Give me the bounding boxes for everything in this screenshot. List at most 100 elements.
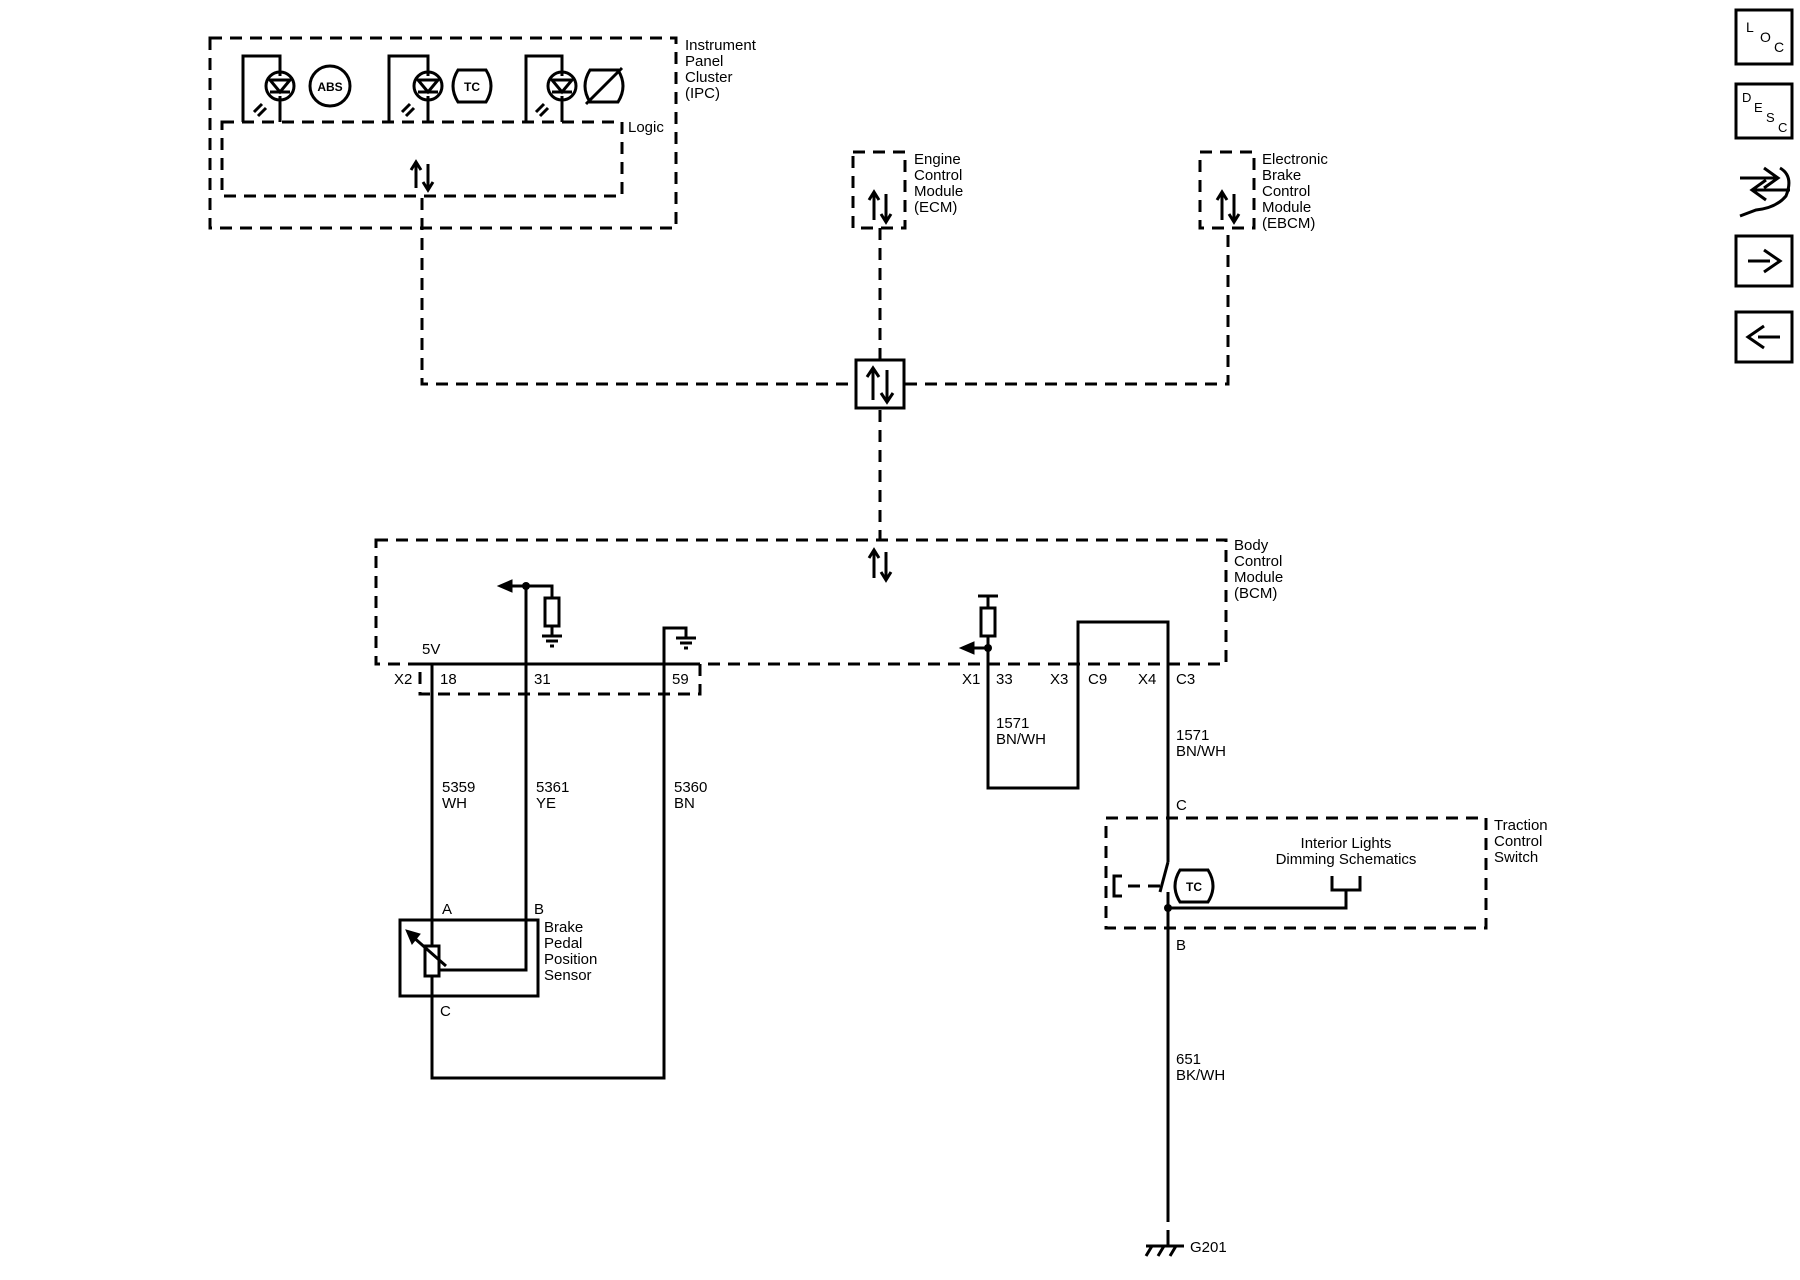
- wire-5360-color: BN: [674, 795, 695, 812]
- location-button[interactable]: L O C: [1734, 8, 1794, 66]
- pin-31: 31: [534, 671, 551, 688]
- tcs-label-1: Traction: [1494, 817, 1548, 834]
- momentary-switch: [1158, 861, 1170, 893]
- ground-icon: [542, 626, 562, 648]
- tc-text: TC: [464, 80, 480, 94]
- traction-control-off-icon: [583, 68, 625, 104]
- wire-5359-color: WH: [442, 795, 467, 812]
- previous-page-button[interactable]: [1734, 310, 1794, 364]
- connector-x4: X4: [1138, 671, 1156, 688]
- tcs-pin-c: C: [1176, 797, 1187, 814]
- wire-5359-number: 5359: [442, 779, 475, 796]
- next-page-button[interactable]: [1734, 234, 1794, 288]
- wrench-icon: [1739, 166, 1791, 218]
- wire-1571b-number: 1571: [1176, 727, 1209, 744]
- abs-warning-icon: [308, 64, 352, 108]
- connector-labels: X2 18 31 59 X1 33 X3 C9 X4 C3: [394, 662, 1195, 696]
- bcm-label-4: (BCM): [1234, 585, 1277, 602]
- dimming-label-2: Dimming Schematics: [1276, 851, 1417, 868]
- bpps-label-3: Position: [544, 951, 597, 968]
- ipc-logic-label: Logic: [628, 119, 664, 136]
- bcm-5v-label: 5V: [422, 641, 440, 658]
- pin-a: A: [442, 901, 452, 918]
- ebcm-boundary: [1198, 150, 1256, 230]
- ipc-logic-block: [220, 120, 624, 198]
- wire-1571-loop: [986, 676, 1080, 790]
- tcs-pin-b: B: [1176, 937, 1186, 954]
- ground-g201: G201: [1144, 1232, 1227, 1257]
- ebcm-label-3: Control: [1262, 183, 1310, 200]
- wire-1571a-color: BN/WH: [996, 731, 1046, 748]
- ebcm-label-1: Electronic: [1262, 151, 1328, 168]
- dimming-connector-icon: [1330, 876, 1362, 892]
- dimming-label-1: Interior Lights: [1301, 835, 1392, 852]
- ecm-label-1: Engine: [914, 151, 961, 168]
- pin-33: 33: [996, 671, 1013, 688]
- tc-indicator: TC: [387, 54, 493, 122]
- wire-651-color: BK/WH: [1176, 1067, 1225, 1084]
- bpps-label-2: Pedal: [544, 935, 582, 952]
- push-actuator-icon: [1112, 874, 1122, 898]
- bcm-boundary: [374, 538, 1228, 666]
- desc-letter-e: E: [1754, 100, 1763, 115]
- wire-labels: 5359 WH 5361 YE 5360 BN 1571 BN/WH 1571 …: [442, 715, 1226, 1084]
- tc-off-indicator: [524, 54, 625, 122]
- wiper-arrow-icon: [405, 929, 421, 945]
- data-arrows-icon: [1215, 189, 1241, 225]
- ecm-boundary: [851, 150, 907, 230]
- connector-x1: X1: [962, 671, 980, 688]
- loc-letter-o: O: [1760, 29, 1771, 45]
- bpps-label-4: Sensor: [544, 967, 592, 984]
- pin-18: 18: [440, 671, 457, 688]
- ipc-label-4: (IPC): [685, 85, 720, 102]
- traction-control-icon: [1173, 868, 1215, 904]
- wire-5361: [440, 586, 528, 972]
- serial-data-bus: [420, 198, 1230, 540]
- wire-5360: [430, 676, 666, 1080]
- bcm-label-2: Control: [1234, 553, 1282, 570]
- traction-control-switch: C B Traction Control Switch TC Interior …: [1104, 797, 1548, 954]
- data-arrows-icon: [865, 365, 895, 405]
- wire-5361-color: YE: [536, 795, 556, 812]
- ecm-label-2: Control: [914, 167, 962, 184]
- connector-x2: X2: [394, 671, 412, 688]
- arrow-right-icon: [1748, 248, 1783, 274]
- pull-up-resistor: [979, 606, 997, 638]
- ecm-label-4: (ECM): [914, 199, 957, 216]
- pin-c3: C3: [1176, 671, 1195, 688]
- pin-b: B: [534, 901, 544, 918]
- diagnostic-tool-button[interactable]: [1739, 166, 1791, 218]
- bcm-label-1: Body: [1234, 537, 1269, 554]
- arrow-left-icon: [1745, 324, 1780, 350]
- tcs-boundary: [1104, 816, 1488, 930]
- loc-letter-l: L: [1746, 19, 1754, 35]
- side-nav: L O C D E S C: [1734, 8, 1794, 364]
- wire-1571a-number: 1571: [996, 715, 1029, 732]
- tcs-label-2: Control: [1494, 833, 1542, 850]
- description-button[interactable]: D E S C: [1734, 82, 1794, 140]
- tcs-label-3: Switch: [1494, 849, 1538, 866]
- pin-59: 59: [672, 671, 689, 688]
- circuit-wires: [430, 586, 1170, 1232]
- data-arrows-icon: [867, 189, 893, 225]
- lamp-icon: [546, 70, 578, 102]
- chassis-ground-icon: [1144, 1232, 1184, 1257]
- ebcm-module: Electronic Brake Control Module (EBCM): [1198, 150, 1328, 232]
- desc-letter-c: C: [1778, 120, 1787, 135]
- pin-c9: C9: [1088, 671, 1107, 688]
- lamp-icon: [264, 70, 296, 102]
- tcs-tc-text: TC: [1186, 880, 1202, 894]
- wire-1571b-color: BN/WH: [1176, 743, 1226, 760]
- pull-down-resistor: [543, 596, 561, 628]
- abs-indicator: ABS: [241, 54, 352, 122]
- x2-connector-outline: [418, 662, 702, 696]
- data-splice-pack: [854, 358, 906, 410]
- data-arrows-icon: [867, 547, 893, 583]
- ground-icon: [662, 626, 696, 676]
- wire-5361-number: 5361: [536, 779, 569, 796]
- lamp-icon: [412, 70, 444, 102]
- connector-x3: X3: [1050, 671, 1068, 688]
- bcm-label-3: Module: [1234, 569, 1283, 586]
- traction-control-icon: [451, 68, 493, 104]
